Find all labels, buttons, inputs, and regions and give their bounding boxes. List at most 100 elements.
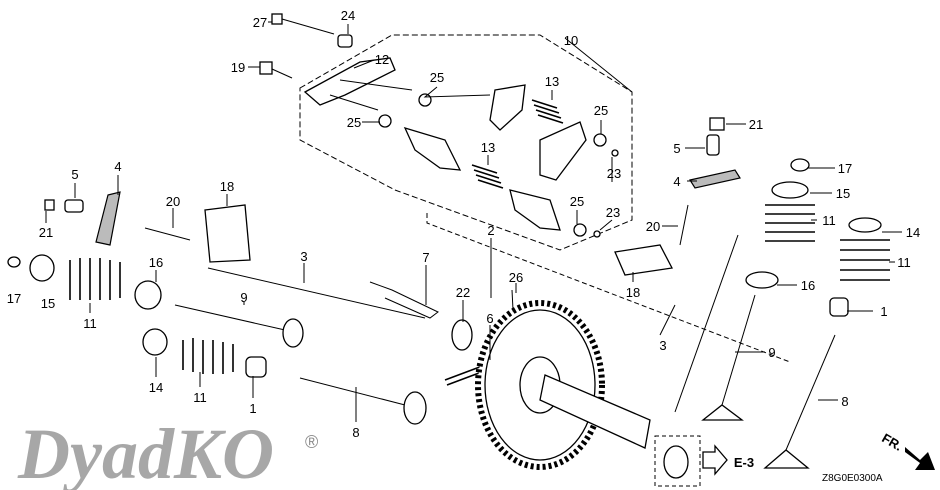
callout-18: 18 xyxy=(220,179,234,194)
reference-arrow-icon xyxy=(702,444,728,476)
plate-18 xyxy=(614,244,673,276)
leader-lines xyxy=(45,21,902,422)
callout-4: 4 xyxy=(673,174,680,189)
callout-23: 23 xyxy=(606,205,620,220)
bolt-5 xyxy=(64,199,84,213)
reference-e3[interactable]: E-3 xyxy=(734,455,754,470)
callout-3: 3 xyxy=(659,338,666,353)
push-rod-3 xyxy=(207,267,426,319)
callout-7: 7 xyxy=(422,250,429,265)
callout-23: 23 xyxy=(607,166,621,181)
callout-6: 6 xyxy=(486,311,493,326)
bolt-27 xyxy=(271,13,335,35)
clip-23 xyxy=(593,230,601,238)
adjusting-screw-20 xyxy=(679,204,689,246)
bolt-5 xyxy=(706,134,720,156)
valve-8 xyxy=(763,334,836,469)
rocker-arm-4 xyxy=(95,191,121,246)
front-arrow-icon xyxy=(905,447,935,470)
retainer-14 xyxy=(848,217,882,233)
callout-21: 21 xyxy=(749,117,763,132)
valve-spring-11 xyxy=(840,239,890,281)
callout-25: 25 xyxy=(430,70,444,85)
callout-22: 22 xyxy=(456,285,470,300)
adjusting-screw-20 xyxy=(144,227,191,241)
rocker-arm-group-outline xyxy=(299,34,633,251)
nut-21 xyxy=(44,199,55,211)
pivot-b xyxy=(509,189,561,231)
callout-8: 8 xyxy=(352,425,359,440)
callout-24: 24 xyxy=(341,8,355,23)
cap-17 xyxy=(7,256,21,268)
callout-20: 20 xyxy=(646,219,660,234)
retainer-15 xyxy=(771,181,809,199)
callout-5: 5 xyxy=(673,141,680,156)
camshaft-gear-2 xyxy=(475,300,651,470)
svg-text:DyadKO: DyadKO xyxy=(17,414,274,490)
rocker-arm-4 xyxy=(689,169,741,189)
group-7-outline xyxy=(426,213,791,363)
callout-25: 25 xyxy=(570,194,584,209)
callout-8: 8 xyxy=(841,394,848,409)
plate-18 xyxy=(204,204,251,263)
spring-13a xyxy=(531,99,564,124)
spring-13b xyxy=(471,164,504,189)
callout-9: 9 xyxy=(768,345,775,360)
valve-spring-11 xyxy=(765,204,815,242)
callout-14: 14 xyxy=(906,225,920,240)
callout-27: 27 xyxy=(253,15,267,30)
callout-14: 14 xyxy=(149,380,163,395)
bearing xyxy=(663,445,689,479)
callout-2: 2 xyxy=(487,223,494,238)
callout-16: 16 xyxy=(149,255,163,270)
valve-spring-11 xyxy=(182,338,234,374)
valve-9 xyxy=(174,304,304,348)
callout-11: 11 xyxy=(897,255,911,270)
governor-arm-7 xyxy=(369,281,439,319)
front-marker: FR. xyxy=(879,430,905,453)
washer-22 xyxy=(451,319,473,351)
svg-text:®: ® xyxy=(305,432,318,452)
callout-1: 1 xyxy=(880,304,887,319)
nut-21 xyxy=(709,117,725,131)
callout-10: 10 xyxy=(564,33,578,48)
pivot-a xyxy=(403,126,462,171)
callout-21: 21 xyxy=(39,225,53,240)
callout-25: 25 xyxy=(594,103,608,118)
seal-1 xyxy=(829,297,849,317)
valve-8 xyxy=(299,377,427,425)
washer-25 xyxy=(573,223,587,237)
valve-spring-11 xyxy=(69,258,121,300)
callout-25: 25 xyxy=(347,115,361,130)
callout-13: 13 xyxy=(545,74,559,89)
diagram-code: Z8G0E0300A xyxy=(822,473,883,484)
washer-25 xyxy=(593,133,607,147)
callout-4: 4 xyxy=(114,159,121,174)
washer-25 xyxy=(378,114,392,128)
callout-13: 13 xyxy=(481,140,495,155)
callout-3: 3 xyxy=(300,249,307,264)
callout-11: 11 xyxy=(83,316,97,331)
callout-19: 19 xyxy=(231,60,245,75)
callout-17: 17 xyxy=(838,161,852,176)
retainer-15 xyxy=(29,254,55,282)
retainer-14 xyxy=(142,328,168,356)
bolt-19 xyxy=(259,61,293,79)
callout-1: 1 xyxy=(249,401,256,416)
clip-23 xyxy=(611,149,619,157)
watermark: DyadKO ® xyxy=(17,414,318,490)
collar-24 xyxy=(337,34,353,48)
callout-18: 18 xyxy=(626,285,640,300)
rocker-arm-a xyxy=(489,84,526,131)
retainer-16 xyxy=(134,280,162,310)
callout-9: 9 xyxy=(240,290,247,305)
callout-11: 11 xyxy=(822,213,836,228)
callout-15: 15 xyxy=(836,186,850,201)
cap-17 xyxy=(790,158,810,172)
washer-25 xyxy=(418,93,432,107)
callout-17: 17 xyxy=(7,291,21,306)
callout-5: 5 xyxy=(71,167,78,182)
callout-20: 20 xyxy=(166,194,180,209)
